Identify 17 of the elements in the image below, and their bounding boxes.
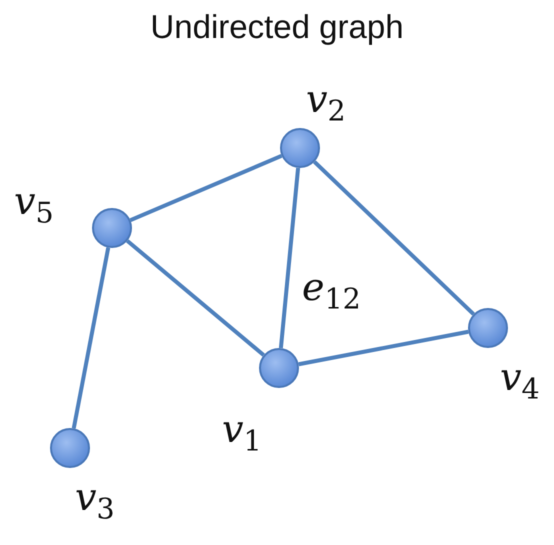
edge-line	[278, 168, 300, 348]
vertex-circle	[259, 348, 299, 388]
vertex-label: v$_{5}$	[14, 182, 54, 228]
vertex-label: v$_{3}$	[75, 478, 115, 524]
vertex-circle	[280, 128, 320, 168]
vertex-label: v$_{1}$	[222, 410, 262, 456]
title: Undirected graph	[149, 8, 405, 46]
vertex-circle	[468, 308, 508, 348]
edge-line	[130, 154, 282, 222]
vertex-label: v$_{4}$	[500, 358, 540, 404]
vertex-circle	[50, 428, 90, 468]
edge-line	[72, 247, 110, 429]
vertex-label: v$_{2}$	[306, 80, 346, 126]
edge-line	[313, 160, 475, 316]
vertex-circle	[92, 208, 132, 248]
edge-line	[126, 239, 265, 357]
edge-line	[298, 330, 469, 366]
